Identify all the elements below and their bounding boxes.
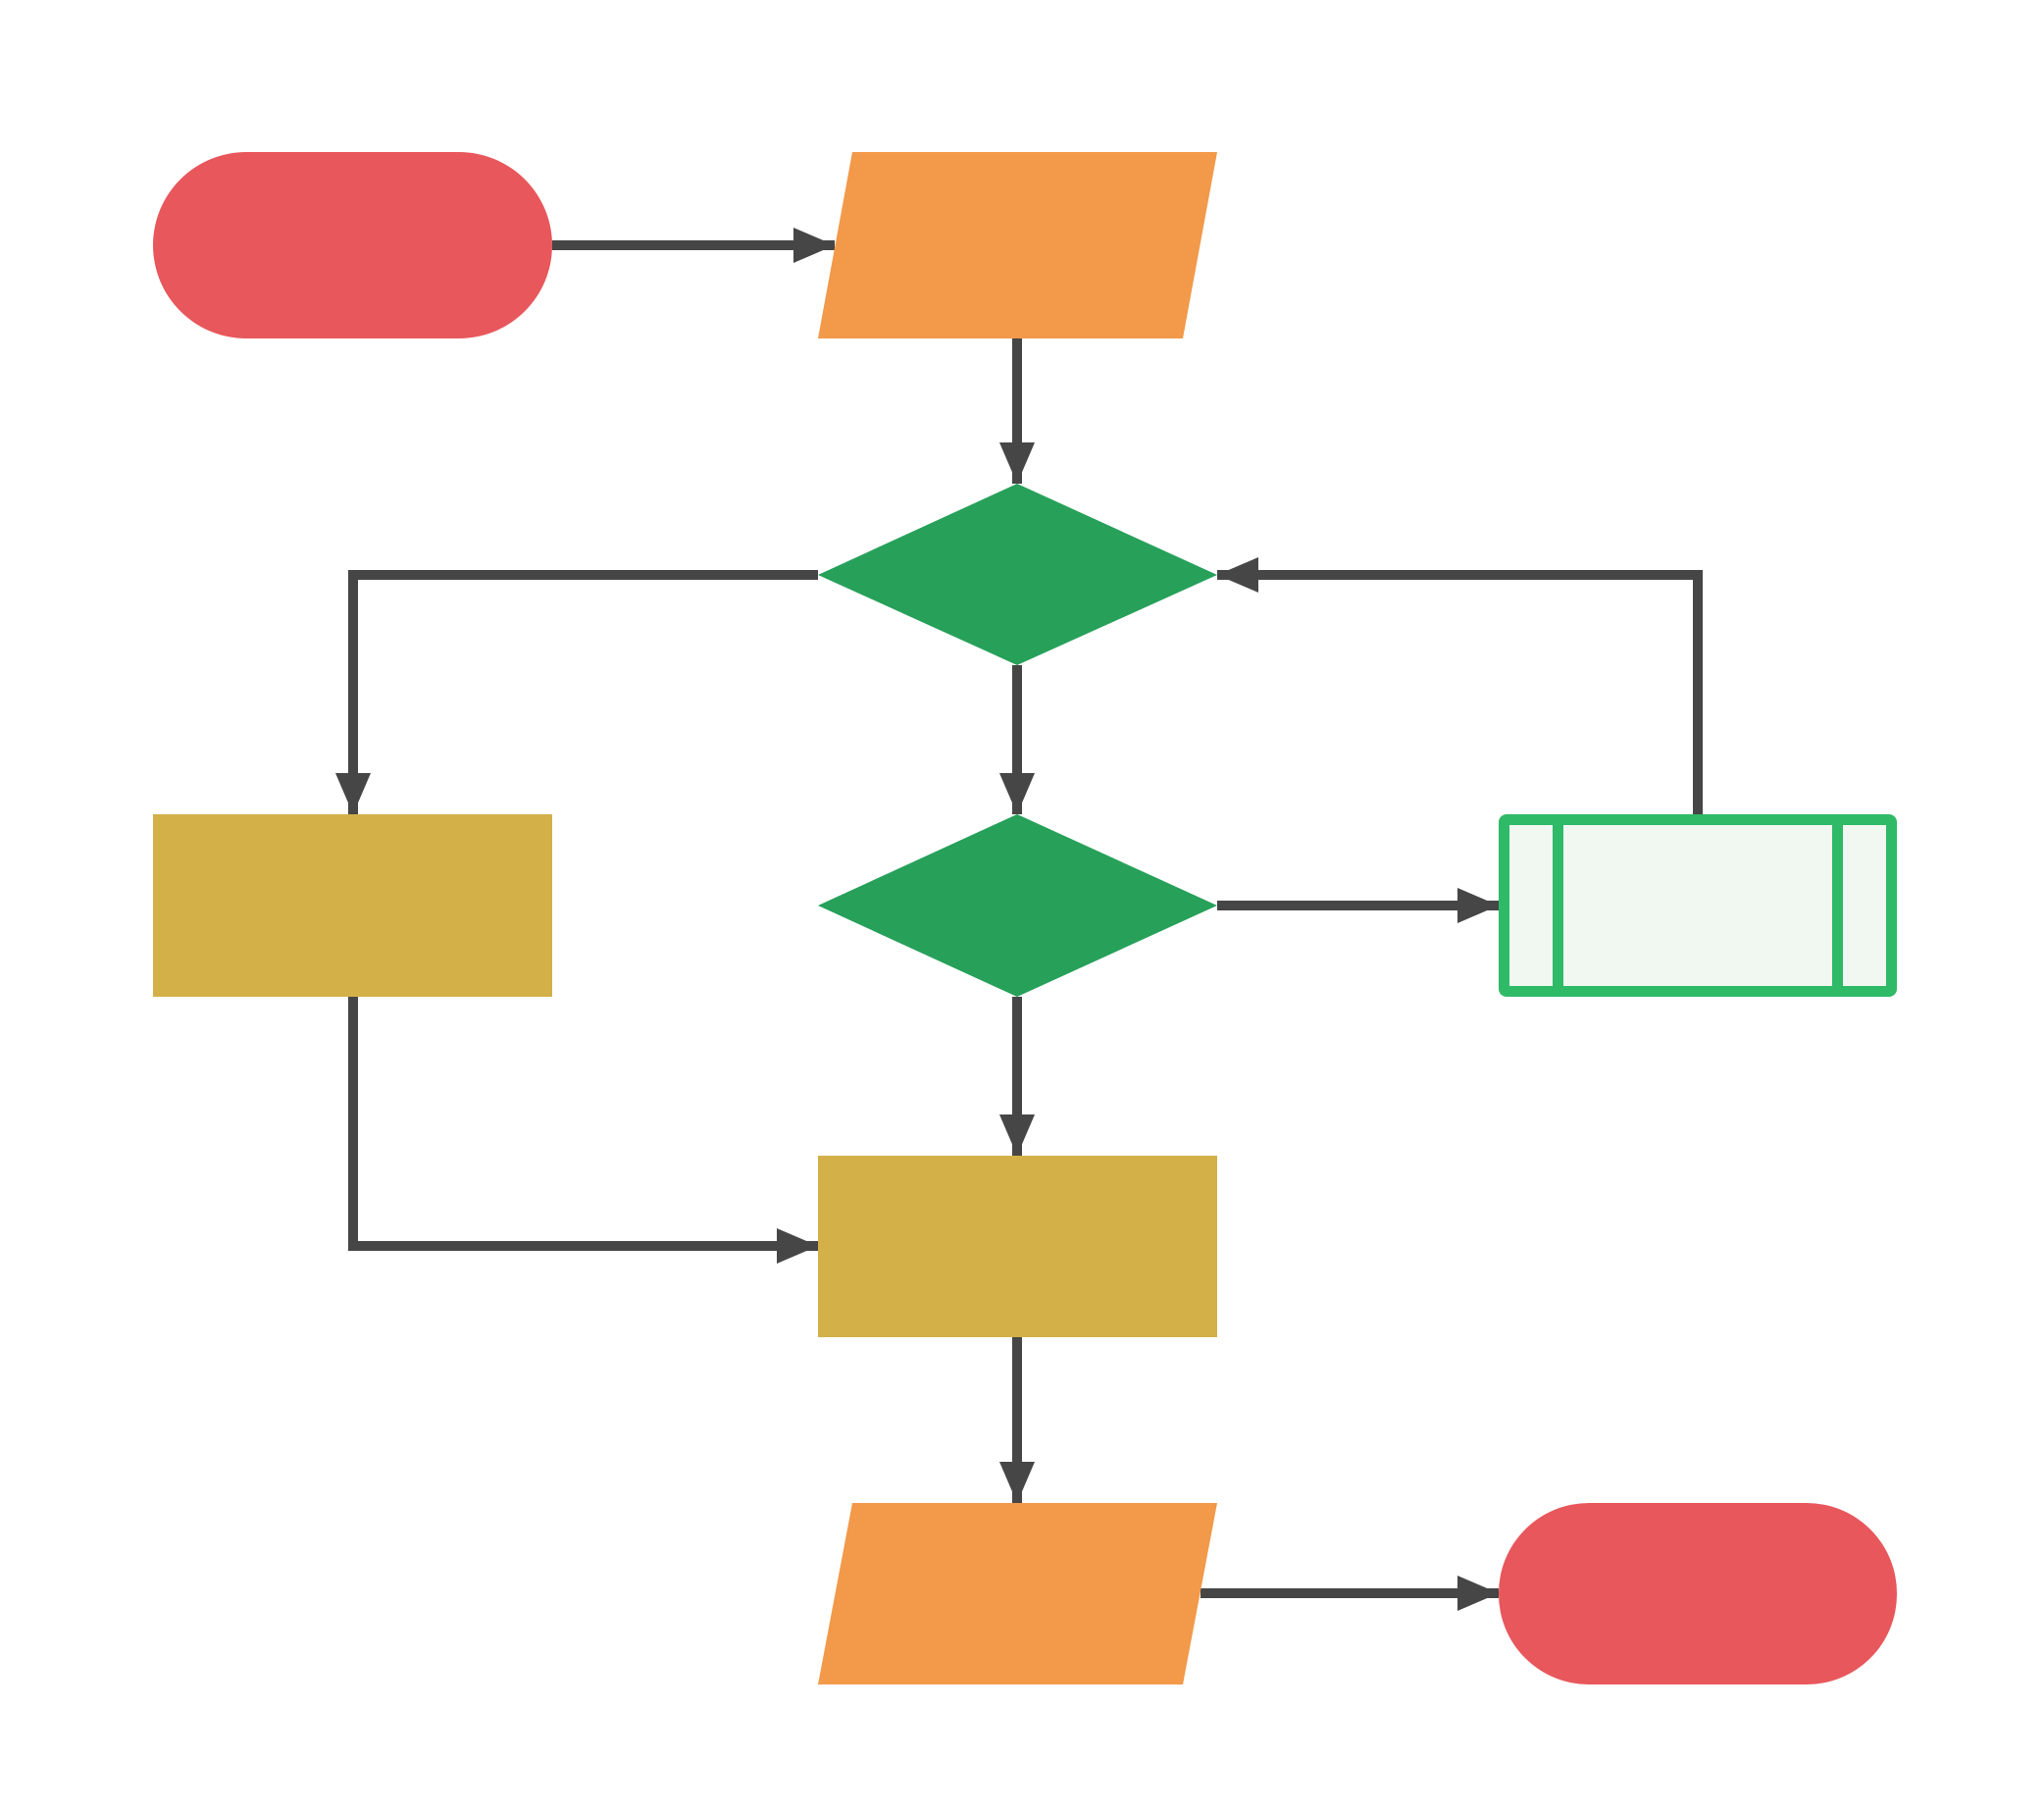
decision2-diamond-node bbox=[818, 814, 1217, 997]
input-parallelogram-node bbox=[818, 152, 1217, 338]
subroutine-left-bar bbox=[1553, 825, 1563, 986]
subroutine-node bbox=[1499, 814, 1897, 997]
connector-decision1-to-process-left bbox=[335, 570, 818, 814]
process-center-node bbox=[818, 1156, 1217, 1337]
start-terminator-node bbox=[153, 152, 552, 338]
process-left-node bbox=[153, 814, 552, 997]
subroutine-right-bar bbox=[1832, 825, 1843, 986]
connector-subroutine-to-decision1 bbox=[1217, 557, 1703, 814]
subroutine-body bbox=[1509, 825, 1886, 986]
connector-process-left-to-process-center bbox=[348, 997, 818, 1264]
output-parallelogram-node bbox=[818, 1503, 1217, 1684]
decision1-diamond-node bbox=[818, 484, 1217, 665]
end-terminator-node bbox=[1499, 1503, 1897, 1684]
